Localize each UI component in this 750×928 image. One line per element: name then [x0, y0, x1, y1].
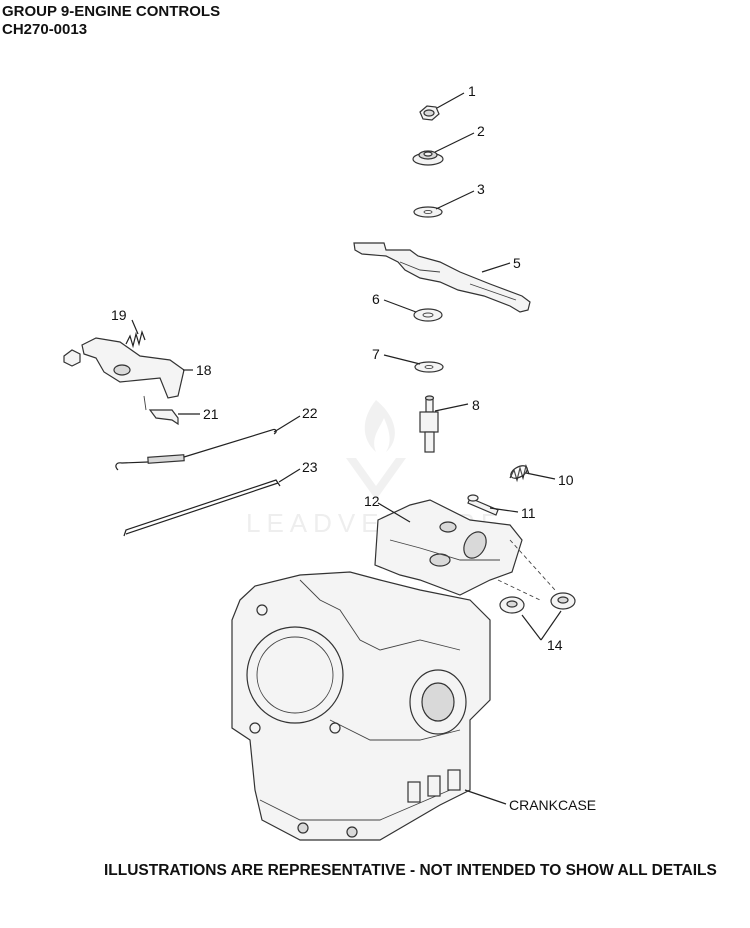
callout-8: 8	[472, 397, 480, 413]
callout-10: 10	[558, 472, 574, 488]
part-2-washer[interactable]	[412, 150, 444, 166]
part-3-washer[interactable]	[413, 206, 443, 218]
diagram-code: CH270-0013	[2, 21, 88, 38]
part-5-governor-lever[interactable]	[353, 242, 531, 313]
callout-crankcase: CRANKCASE	[509, 797, 596, 813]
part-14-bushing-left[interactable]	[499, 596, 525, 614]
callout-7: 7	[372, 346, 380, 362]
callout-21: 21	[203, 406, 219, 422]
part-7-washer[interactable]	[414, 361, 444, 373]
part-18-throttle-lever[interactable]	[63, 337, 185, 399]
crankcase[interactable]	[231, 571, 491, 841]
assembly-dash-line	[497, 579, 541, 601]
diagram-title: GROUP 9-ENGINE CONTROLS	[2, 3, 221, 20]
callout-3: 3	[477, 181, 485, 197]
callout-14: 14	[547, 637, 563, 653]
callout-12: 12	[364, 493, 380, 509]
callout-18: 18	[196, 362, 212, 378]
part-8-governor-shaft[interactable]	[419, 395, 439, 453]
part-23-link-rod[interactable]	[123, 479, 281, 537]
callout-19: 19	[111, 307, 127, 323]
callout-11: 11	[521, 505, 536, 521]
footer-disclaimer: ILLUSTRATIONS ARE REPRESENTATIVE - NOT I…	[104, 862, 717, 879]
part-19-spring[interactable]	[125, 329, 146, 349]
part-22-spring-link[interactable]	[115, 428, 277, 471]
callout-1: 1	[468, 83, 476, 99]
part-21-clip[interactable]	[143, 395, 179, 426]
part-10-spring[interactable]	[509, 463, 530, 483]
part-6-washer[interactable]	[413, 308, 443, 322]
part-11-pin[interactable]	[467, 494, 499, 516]
assembly-dash-line	[509, 539, 556, 591]
part-1-nut[interactable]	[419, 105, 440, 121]
part-14-bushing-right[interactable]	[550, 592, 576, 610]
callout-23: 23	[302, 459, 318, 475]
leader-lines	[131, 92, 562, 805]
callout-6: 6	[372, 291, 380, 307]
part-12-control-bracket[interactable]	[374, 499, 523, 596]
callout-22: 22	[302, 405, 318, 421]
callout-2: 2	[477, 123, 485, 139]
callout-5: 5	[513, 255, 521, 271]
